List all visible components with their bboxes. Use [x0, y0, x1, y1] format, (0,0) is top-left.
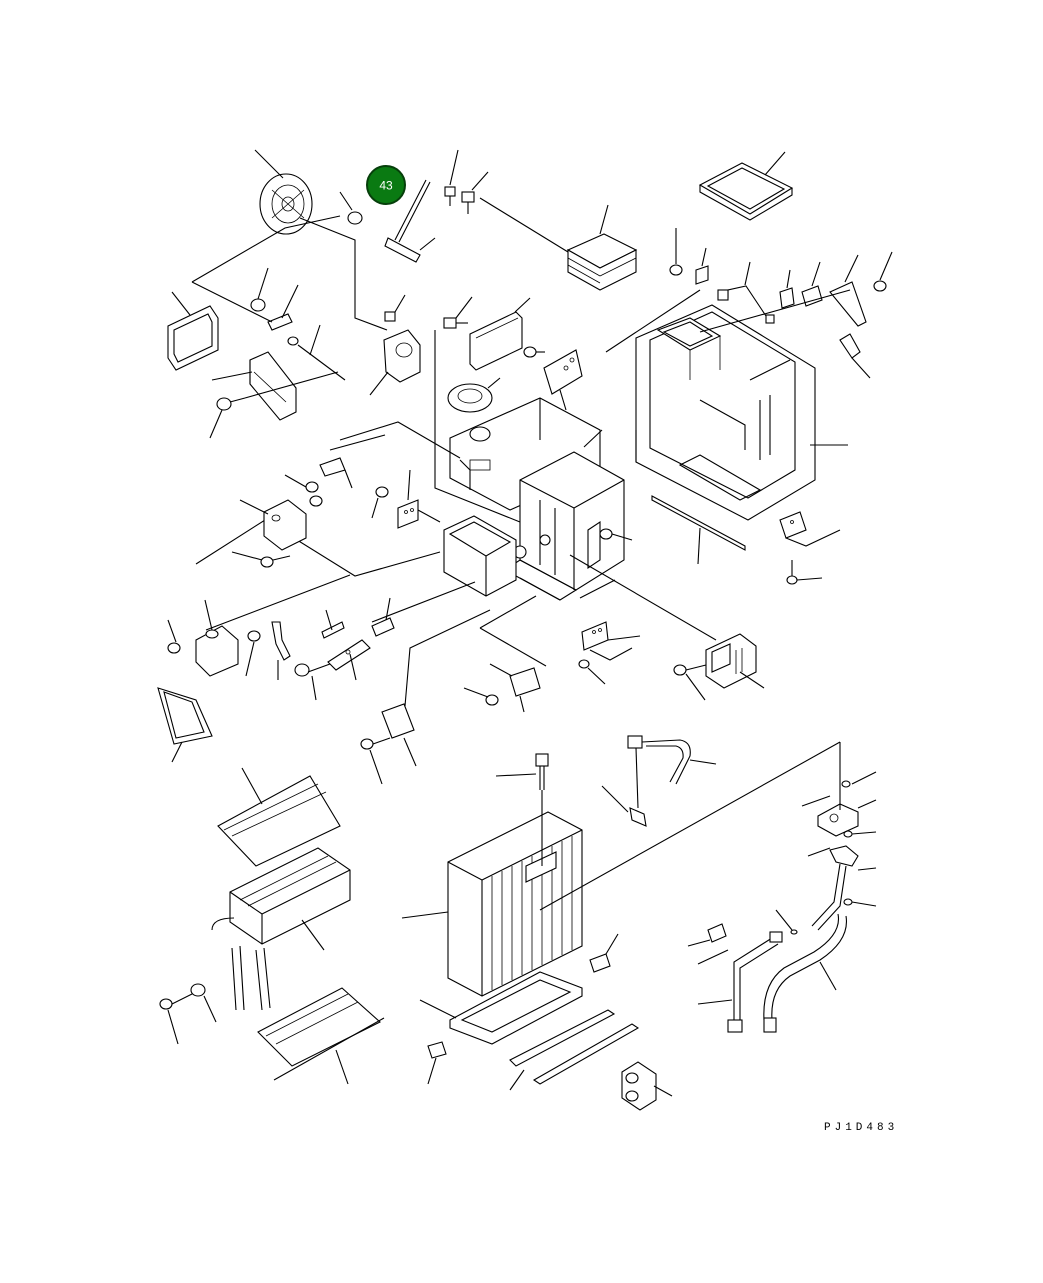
servo-motor-part	[167, 599, 261, 677]
pad-part	[427, 933, 619, 1085]
seal-frame-part	[698, 151, 794, 221]
screw-part-3	[599, 528, 633, 541]
gasket-part-2	[157, 687, 213, 763]
duct-box-part	[443, 515, 517, 597]
heater-core-part	[211, 847, 351, 1011]
bracket-part-4	[578, 621, 641, 685]
washer-part	[339, 191, 363, 225]
wire-harness-part	[601, 735, 717, 827]
filter-panel-part	[257, 987, 385, 1085]
bolt-part-2	[495, 753, 549, 866]
seal-strip-part-2	[509, 1009, 640, 1091]
clamp-part	[463, 663, 541, 713]
drain-pan-part	[419, 971, 583, 1045]
diagram-code: PJ1D483	[824, 1122, 899, 1134]
bracket-part-2	[371, 469, 441, 529]
hose-part	[763, 913, 848, 1033]
grommet-part	[621, 1061, 673, 1111]
screw-part	[443, 296, 531, 371]
actuator-rod-part	[319, 434, 386, 489]
evaporator-part	[401, 811, 583, 997]
lever-part	[271, 597, 395, 701]
small-parts-top-right	[605, 228, 893, 379]
center-case-part	[503, 451, 625, 601]
bracket-part-3	[779, 511, 841, 585]
actuator-motor-part	[239, 499, 307, 551]
sensor-part	[687, 923, 727, 947]
resistor-part	[673, 633, 765, 701]
expansion-valve-part	[539, 741, 877, 911]
blower-wheel-part	[254, 149, 313, 235]
gasket-part	[167, 291, 219, 371]
callout-43[interactable]	[366, 165, 406, 205]
link-rod-part	[384, 179, 436, 263]
filter-block-part	[209, 351, 339, 439]
bolt-part	[444, 149, 489, 214]
seal-strip-part	[651, 495, 746, 565]
pipe-part-2	[697, 909, 798, 1033]
pipe-part	[807, 845, 877, 931]
air-filter-part	[217, 767, 341, 867]
bracket-part	[523, 346, 583, 411]
screw-part-2	[231, 551, 291, 568]
callout-number: 43	[379, 179, 393, 193]
link-part	[284, 474, 323, 507]
clamp-part-2	[360, 703, 417, 785]
screw-part-4	[159, 983, 217, 1045]
evaporator-case-upper	[635, 304, 848, 521]
leader-lines-top	[191, 215, 388, 331]
filter-pad-part	[479, 197, 638, 291]
leader-lines-middle	[195, 330, 717, 707]
ring-part	[447, 377, 501, 413]
clip-part	[250, 267, 346, 381]
blower-motor-part	[369, 294, 421, 396]
callout-marker[interactable]: 43	[366, 165, 406, 205]
